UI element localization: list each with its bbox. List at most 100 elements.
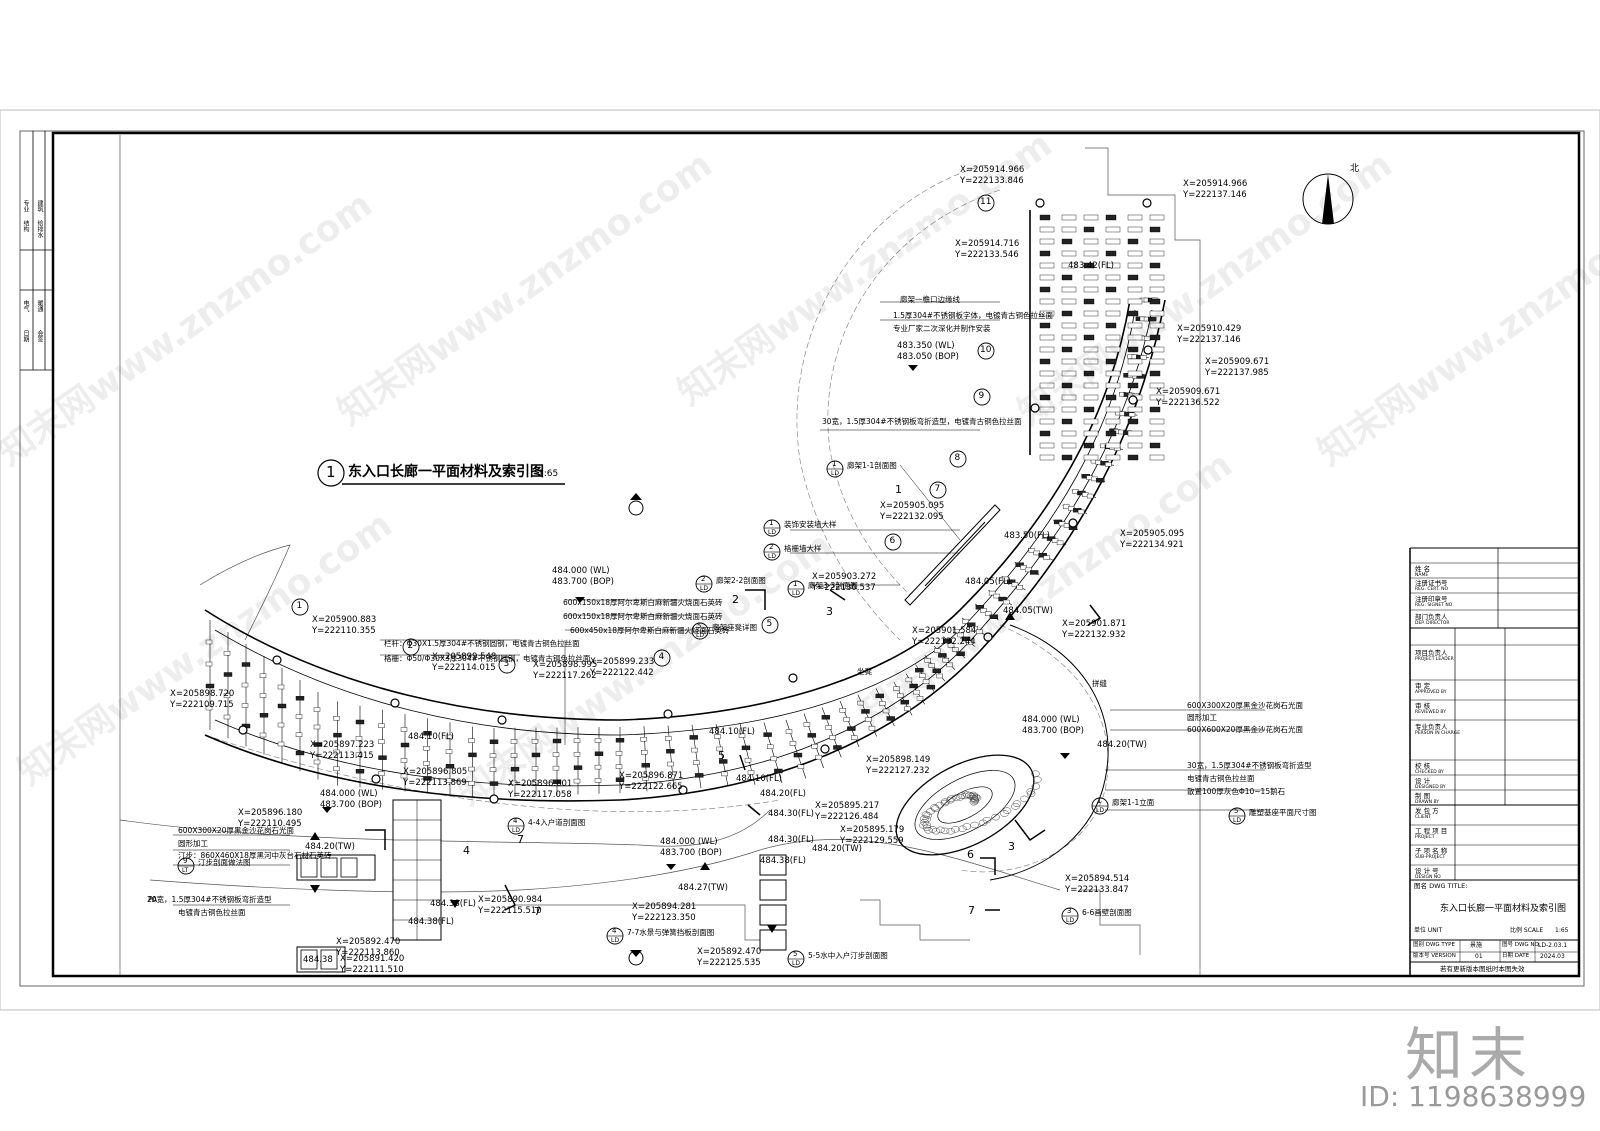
axis-bubble — [761, 616, 779, 634]
paving-tile — [1105, 238, 1121, 245]
pebble — [969, 794, 978, 802]
callout-ref: LD — [696, 632, 704, 639]
paving-tile — [1061, 406, 1077, 413]
spot-level: 484.30(FL) — [768, 809, 814, 819]
paving-tile — [1083, 322, 1099, 329]
paving-tile — [1083, 454, 1099, 461]
paving-tile — [829, 735, 836, 740]
paving-tile — [531, 739, 539, 744]
paving-tile — [1105, 430, 1117, 437]
paving-tile — [355, 769, 365, 774]
paving-tile — [1061, 262, 1077, 269]
callout-number: 9 — [183, 857, 188, 865]
paving-tile — [1105, 274, 1121, 281]
paving-tile — [1039, 274, 1055, 281]
paving-tile — [767, 744, 774, 749]
section-mark: 3 — [1008, 840, 1015, 853]
paving-tile — [378, 755, 387, 760]
axis-label: 2 — [407, 641, 414, 651]
tb-label: 发 包 方 — [1415, 807, 1439, 815]
paving-tile — [971, 626, 978, 631]
paving-tile — [1149, 406, 1161, 413]
misc-label: PA — [148, 895, 158, 904]
paving-tile — [1105, 214, 1117, 221]
pebble — [970, 821, 979, 829]
spot-level: 484.20(TW) — [812, 844, 862, 854]
tb-label-en: NAME — [1415, 573, 1429, 578]
paving-tile — [962, 619, 969, 624]
axis-label: 10 — [980, 345, 992, 355]
paving-tile — [1039, 214, 1051, 221]
coord-x: X=205903.272 — [812, 572, 877, 582]
section-mark: 5 — [718, 749, 725, 762]
tb-label-en: REVIEWED BY — [1415, 710, 1446, 715]
ver-label: 版本号 VERSION — [1413, 953, 1456, 959]
paving-tile — [223, 651, 231, 656]
paving-tile — [1061, 298, 1077, 305]
paving-tile — [879, 701, 886, 706]
paving-tile — [1105, 418, 1121, 425]
pebble — [971, 793, 981, 801]
paving-tile — [1105, 370, 1121, 377]
pebble — [928, 826, 938, 833]
paving-tile — [1016, 585, 1023, 590]
paving-tile — [803, 722, 811, 727]
pebble — [955, 794, 965, 801]
callout-title: 雕塑基座平面尺寸图 — [1249, 808, 1317, 817]
paving-tile — [295, 750, 305, 756]
paving-tile — [1127, 442, 1143, 449]
paving-tile — [1039, 382, 1055, 389]
material-note: 600X300X20厚黑金沙花岗石光面 — [178, 826, 294, 835]
pebble — [935, 801, 945, 809]
tb-label: 设 计 号 — [1415, 867, 1439, 875]
paving-tile — [763, 732, 772, 737]
level-wl: 484.000 (WL) — [552, 566, 610, 576]
paving-tile — [1105, 462, 1112, 467]
axis-bubble — [291, 598, 309, 616]
paving-tile — [205, 683, 215, 689]
callout-title: 格栅墙大样 — [784, 544, 822, 553]
material-note: 廊架一檐口边缘线 — [900, 295, 960, 304]
spot-level: 484.27(TW) — [678, 883, 728, 893]
section-mark: 7 — [534, 905, 541, 918]
paving-tile — [943, 638, 952, 644]
paving-tile — [811, 744, 818, 749]
coord-x: X=205898.995 — [533, 660, 598, 670]
strip-label: 日期 — [22, 330, 29, 342]
paving-tile — [989, 614, 999, 620]
paving-tile — [909, 683, 918, 689]
tile-joint — [691, 724, 702, 789]
paving-tile — [1140, 355, 1147, 360]
coord-x: X=205899.233 — [590, 657, 655, 667]
paving-tile — [1105, 394, 1117, 401]
coord-x: X=205895.217 — [815, 801, 880, 811]
paving-tile — [1039, 370, 1055, 377]
tb-label-en: DRAWN BY — [1415, 800, 1440, 805]
paving-tile — [1149, 382, 1165, 389]
coord-x: X=205898.720 — [170, 689, 235, 699]
coord-x: X=205896.180 — [238, 808, 303, 818]
paving-tile — [1033, 550, 1041, 556]
paving-tile — [641, 763, 650, 768]
scale-label: 比例 SCALE — [1510, 927, 1544, 934]
paving-tile — [468, 781, 475, 786]
tb-label: 设 计 — [1415, 777, 1431, 785]
paving-tile — [913, 689, 920, 695]
paving-tile — [1011, 582, 1019, 587]
tb-label-en: SUB-PROJECT — [1415, 855, 1446, 860]
callout-title: 6-6画壁剖面图 — [1082, 908, 1132, 917]
paving-tile — [615, 751, 623, 756]
strip-label: 建筑 — [36, 200, 43, 212]
coord-y: Y=222133.546 — [955, 250, 1019, 260]
brand-logo: 知末 — [1405, 1021, 1534, 1089]
paving-tile — [1039, 430, 1051, 437]
callout-ref: LD — [611, 937, 619, 944]
tb-label: 工 程 项 目 — [1415, 827, 1448, 835]
paving-tile — [295, 732, 303, 737]
paving-tile — [1127, 310, 1139, 317]
axis-bubble — [653, 649, 671, 667]
paving-tile — [738, 733, 746, 738]
paving-tile — [1105, 334, 1121, 341]
paving-tile — [915, 667, 924, 673]
